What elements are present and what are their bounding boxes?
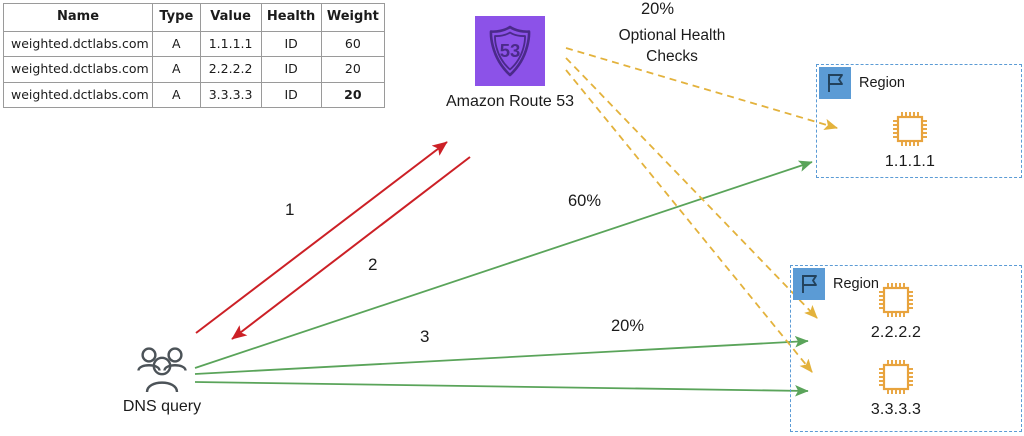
region-header: Region [793,268,879,300]
instance-label: 1.1.1.1 [884,153,936,170]
health-checks-caption: Optional Health Checks [588,26,756,68]
cell-name: weighted.dctlabs.com [2,30,154,58]
edge-label-step-2: 2 [368,255,378,274]
ec2-instance-icon [893,112,927,146]
table-row: weighted.dctlabs.com A 3.3.3.3 ID 20 [2,81,386,109]
edge-health-check-3 [565,69,813,373]
cell-health: ID [260,30,322,58]
cell-type: A [152,81,201,109]
edge-label-weight-20-b: 20% [641,0,675,18]
edge-route-60 [194,160,813,369]
dns-records-table: Name Type Value Health Weight weighted.d… [2,3,386,109]
health-checks-line2: Checks [646,47,698,65]
cell-weight: 20 [320,81,386,109]
edge-route-20-b [194,381,809,397]
edge-label-step-1: 1 [285,200,295,219]
column-header-value: Value [199,3,262,32]
region-flag-icon [819,67,851,99]
instance-label: 3.3.3.3 [870,401,922,418]
table-header-row: Name Type Value Health Weight [2,3,386,32]
cell-value: 1.1.1.1 [199,30,262,58]
edge-label-weight-20-a: 20% [611,317,645,335]
cell-name: weighted.dctlabs.com [2,81,154,109]
ec2-instance-icon [879,360,913,394]
users-icon [137,347,187,393]
route53-icon-text: 53 [500,40,521,61]
edge-query-to-route53 [195,141,448,334]
edge-route-20-a [194,335,809,375]
ec2-instance-icon [879,283,913,317]
cell-health: ID [260,81,322,109]
cell-type: A [152,56,201,83]
cell-weight: 20 [320,56,386,83]
cell-health: ID [260,56,322,83]
region-box-bottom: Region [790,265,1022,432]
region-flag-icon [793,268,825,300]
table-row: weighted.dctlabs.com A 1.1.1.1 ID 60 [2,30,386,58]
dns-query-node: DNS query [114,344,210,416]
cell-weight: 60 [320,30,386,58]
region-header: Region [819,67,905,99]
region-title: Region [833,276,879,292]
health-checks-line1: Optional Health [618,27,726,44]
instance-node: 3.3.3.3 [851,355,941,419]
table-row: weighted.dctlabs.com A 2.2.2.2 ID 20 [2,56,386,83]
region-box-top: Region [816,64,1022,178]
column-header-name: Name [2,3,154,32]
dns-query-label: DNS query [122,398,202,415]
column-header-type: Type [152,3,201,32]
instance-label: 2.2.2.2 [870,324,922,341]
edge-route53-to-query [231,156,471,340]
edge-label-step-3: 3 [420,327,430,346]
edge-health-check-2 [565,57,818,319]
cell-value: 2.2.2.2 [199,56,262,83]
instance-node: 1.1.1.1 [865,107,955,171]
column-header-weight: Weight [320,3,386,32]
route53-node: 53 Amazon Route 53 [440,16,580,111]
column-header-health: Health [260,3,322,32]
cell-type: A [152,30,201,58]
route53-shield-icon: 53 [475,16,545,86]
edge-label-weight-60: 60% [568,192,602,210]
cell-value: 3.3.3.3 [199,81,262,109]
route53-label: Amazon Route 53 [445,93,575,110]
region-title: Region [859,75,905,91]
cell-name: weighted.dctlabs.com [2,56,154,83]
instance-node: 2.2.2.2 [851,278,941,342]
